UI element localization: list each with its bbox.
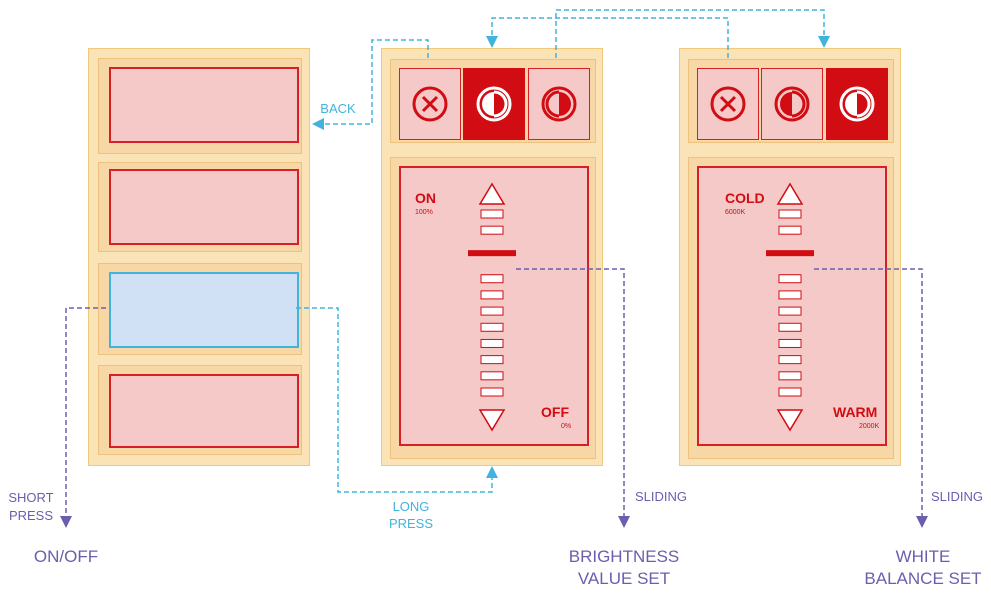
warm-label: WARM (833, 404, 878, 420)
white-title-1: WHITE (895, 547, 951, 566)
button-bar (390, 59, 596, 143)
slot-frame-4 (98, 365, 302, 455)
contrast-icon (839, 86, 875, 122)
button-bar (688, 59, 894, 143)
brightness-title-2: VALUE SET (577, 569, 671, 588)
sliding-label-brightness: SLIDING (634, 489, 687, 504)
slider-tick (480, 338, 504, 348)
slider-tick (778, 225, 802, 235)
slot-frame-3 (98, 263, 302, 355)
on-label: ON (415, 190, 436, 206)
slider-tick (778, 274, 802, 284)
onoff-title: ON/OFF (33, 547, 99, 566)
slider-tick (778, 371, 802, 381)
sliding-label-white: SLIDING (930, 489, 983, 504)
slider-tick (480, 371, 504, 381)
slider-tick (778, 338, 802, 348)
onoff-panel (88, 48, 310, 466)
slider-tick (480, 290, 504, 300)
slider-down-arrow-icon[interactable] (478, 409, 506, 432)
slider-tick (778, 209, 802, 219)
slider-tick (480, 322, 504, 332)
brightness-sliding-arrow (516, 268, 630, 528)
slider-frame: ON 100% OFF 0% (390, 157, 596, 459)
long-press-label-2: PRESS (388, 516, 434, 531)
cold-value: 6000K (725, 209, 746, 216)
close-circle-icon (412, 86, 448, 122)
white-balance-button[interactable] (826, 68, 888, 140)
back-arrow (312, 39, 429, 130)
slider-tick (778, 387, 802, 397)
slider-tick (480, 274, 504, 284)
slot-frame-1 (98, 58, 302, 154)
slot-1[interactable] (109, 67, 299, 143)
on-value: 100% (415, 209, 433, 216)
half-circle-icon (774, 86, 810, 122)
slot-2[interactable] (109, 169, 299, 245)
slider-thumb[interactable] (766, 250, 814, 257)
slider-thumb[interactable] (468, 250, 516, 257)
close-circle-icon (710, 86, 746, 122)
short-press-label-2: PRESS (8, 508, 54, 523)
brightness-slider-area[interactable]: ON 100% OFF 0% (399, 166, 589, 446)
back-label: BACK (320, 101, 356, 116)
short-press-label-1: SHORT (8, 490, 54, 505)
off-value: 0% (561, 423, 572, 430)
brightness-button[interactable] (463, 68, 525, 140)
half-circle-icon (541, 86, 577, 122)
slider-tick (480, 209, 504, 219)
close-button[interactable] (697, 68, 759, 140)
cold-label: COLD (725, 190, 765, 206)
off-label: OFF (541, 404, 569, 420)
white-title-2: BALANCE SET (864, 569, 982, 588)
warm-value: 2000K (859, 423, 880, 430)
slider-tick (480, 355, 504, 365)
brightness-slider[interactable] (468, 182, 516, 432)
brightness-button[interactable] (761, 68, 823, 140)
slider-tick (778, 355, 802, 365)
slider-tick (480, 387, 504, 397)
slider-tick (778, 322, 802, 332)
slider-up-arrow-icon[interactable] (478, 182, 506, 205)
white-balance-sliding-arrow (814, 268, 928, 528)
slider-tick (480, 306, 504, 316)
contrast-icon (476, 86, 512, 122)
short-press-arrow (60, 307, 106, 528)
to-brightness-arrow (486, 17, 729, 58)
slot-3-active[interactable] (109, 272, 299, 348)
to-white-balance-arrow (555, 9, 830, 58)
slider-tick (480, 225, 504, 235)
slider-tick (778, 306, 802, 316)
white-balance-slider[interactable] (766, 182, 814, 432)
long-press-label-1: LONG (392, 499, 430, 514)
brightness-title-1: BRIGHTNESS (568, 547, 680, 566)
slider-down-arrow-icon[interactable] (776, 409, 804, 432)
close-button[interactable] (399, 68, 461, 140)
slot-4[interactable] (109, 374, 299, 448)
slider-up-arrow-icon[interactable] (776, 182, 804, 205)
slider-tick (778, 290, 802, 300)
long-press-arrow (296, 307, 498, 493)
slot-frame-2 (98, 162, 302, 252)
white-balance-button[interactable] (528, 68, 590, 140)
